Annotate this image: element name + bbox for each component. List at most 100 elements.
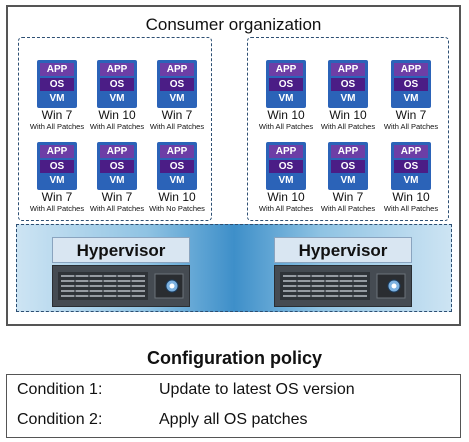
- policy-box: Condition 1: Update to latest OS version…: [6, 374, 461, 438]
- os-layer: OS: [394, 78, 428, 91]
- vm-os-name: Win 10: [267, 108, 305, 122]
- os-layer: OS: [100, 78, 134, 91]
- consumer-organization-box: Consumer organization: [6, 5, 461, 326]
- server-icon: [52, 265, 190, 307]
- vm-layer: VM: [403, 93, 419, 104]
- app-layer: APP: [40, 63, 74, 76]
- vm-icon: APP OS VM: [328, 142, 368, 190]
- os-layer: OS: [40, 78, 74, 91]
- os-layer: OS: [269, 160, 303, 173]
- app-layer: APP: [331, 63, 365, 76]
- vm-icon: APP OS VM: [157, 142, 197, 190]
- app-layer: APP: [394, 145, 428, 158]
- vm-group-right: APP OS VM Win 10 With All Patches APP OS…: [247, 37, 449, 221]
- vm-os-name: Win 7: [161, 108, 193, 122]
- vm-item: APP OS VM Win 7 With All Patches: [29, 60, 85, 134]
- vm-item: APP OS VM Win 7 With All Patches: [89, 142, 145, 216]
- app-layer: APP: [40, 145, 74, 158]
- vm-item: APP OS VM Win 10 With All Patches: [258, 142, 314, 216]
- hypervisor-right: Hypervisor: [274, 237, 412, 307]
- vm-item: APP OS VM Win 7 With All Patches: [320, 142, 376, 216]
- vm-patch-status: With No Patches: [149, 204, 205, 213]
- vm-item: APP OS VM Win 10 With All Patches: [258, 60, 314, 134]
- vm-os-name: Win 7: [41, 108, 73, 122]
- vm-item: APP OS VM Win 7 With All Patches: [383, 60, 439, 134]
- os-layer: OS: [40, 160, 74, 173]
- vm-item: APP OS VM Win 10 With No Patches: [149, 142, 205, 216]
- vm-layer: VM: [109, 93, 125, 104]
- vm-item: APP OS VM Win 10 With All Patches: [383, 142, 439, 216]
- hypervisor-label: Hypervisor: [274, 237, 412, 263]
- hypervisor-left: Hypervisor: [52, 237, 190, 307]
- vm-patch-status: With All Patches: [320, 204, 376, 213]
- vm-layer: VM: [340, 93, 356, 104]
- vm-item: APP OS VM Win 7 With All Patches: [29, 142, 85, 216]
- vm-os-name: Win 7: [395, 108, 427, 122]
- vm-patch-status: With All Patches: [29, 204, 85, 213]
- vm-layer: VM: [278, 93, 294, 104]
- os-layer: OS: [331, 160, 365, 173]
- vm-patch-status: With All Patches: [320, 122, 376, 131]
- vm-icon: APP OS VM: [37, 60, 77, 108]
- vm-layer: VM: [169, 93, 185, 104]
- vm-os-name: Win 10: [158, 190, 196, 204]
- vm-layer: VM: [49, 175, 65, 186]
- organization-title: Consumer organization: [145, 15, 322, 34]
- os-layer: OS: [100, 160, 134, 173]
- vm-icon: APP OS VM: [391, 142, 431, 190]
- policy-title: Configuration policy: [147, 348, 322, 368]
- vm-os-name: Win 7: [41, 190, 73, 204]
- vm-icon: APP OS VM: [266, 142, 306, 190]
- vm-item: APP OS VM Win 10 With All Patches: [89, 60, 145, 134]
- condition-label: Condition 1:: [17, 381, 103, 398]
- vm-icon: APP OS VM: [391, 60, 431, 108]
- vm-layer: VM: [109, 175, 125, 186]
- vm-patch-status: With All Patches: [89, 122, 145, 131]
- vm-layer: VM: [278, 175, 294, 186]
- app-layer: APP: [100, 63, 134, 76]
- app-layer: APP: [269, 145, 303, 158]
- os-layer: OS: [160, 160, 194, 173]
- vm-group-left: APP OS VM Win 7 With All Patches APP OS …: [18, 37, 212, 221]
- os-layer: OS: [394, 160, 428, 173]
- condition-text: Apply all OS patches: [159, 411, 308, 428]
- app-layer: APP: [160, 63, 194, 76]
- vm-os-name: Win 7: [101, 190, 133, 204]
- vm-os-name: Win 10: [392, 190, 430, 204]
- vm-layer: VM: [49, 93, 65, 104]
- condition-label: Condition 2:: [17, 411, 103, 428]
- hypervisor-label: Hypervisor: [52, 237, 190, 263]
- vm-os-name: Win 7: [332, 190, 364, 204]
- app-layer: APP: [100, 145, 134, 158]
- vm-os-name: Win 10: [329, 108, 367, 122]
- app-layer: APP: [269, 63, 303, 76]
- os-layer: OS: [160, 78, 194, 91]
- os-layer: OS: [331, 78, 365, 91]
- vm-patch-status: With All Patches: [89, 204, 145, 213]
- vm-layer: VM: [403, 175, 419, 186]
- vm-icon: APP OS VM: [328, 60, 368, 108]
- vm-os-name: Win 10: [98, 108, 136, 122]
- vm-patch-status: With All Patches: [149, 122, 205, 131]
- server-icon: [274, 265, 412, 307]
- vm-patch-status: With All Patches: [258, 122, 314, 131]
- vm-item: APP OS VM Win 10 With All Patches: [320, 60, 376, 134]
- vm-patch-status: With All Patches: [29, 122, 85, 131]
- app-layer: APP: [331, 145, 365, 158]
- vm-patch-status: With All Patches: [258, 204, 314, 213]
- vm-layer: VM: [340, 175, 356, 186]
- vm-icon: APP OS VM: [37, 142, 77, 190]
- server-drive-bays-icon: [58, 272, 184, 300]
- vm-os-name: Win 10: [267, 190, 305, 204]
- vm-icon: APP OS VM: [266, 60, 306, 108]
- vm-patch-status: With All Patches: [383, 204, 439, 213]
- app-layer: APP: [394, 63, 428, 76]
- vm-icon: APP OS VM: [97, 60, 137, 108]
- vm-layer: VM: [169, 175, 185, 186]
- condition-text: Update to latest OS version: [159, 381, 355, 398]
- os-layer: OS: [269, 78, 303, 91]
- server-drive-bays-icon: [280, 272, 406, 300]
- vm-icon: APP OS VM: [97, 142, 137, 190]
- vm-icon: APP OS VM: [157, 60, 197, 108]
- vm-item: APP OS VM Win 7 With All Patches: [149, 60, 205, 134]
